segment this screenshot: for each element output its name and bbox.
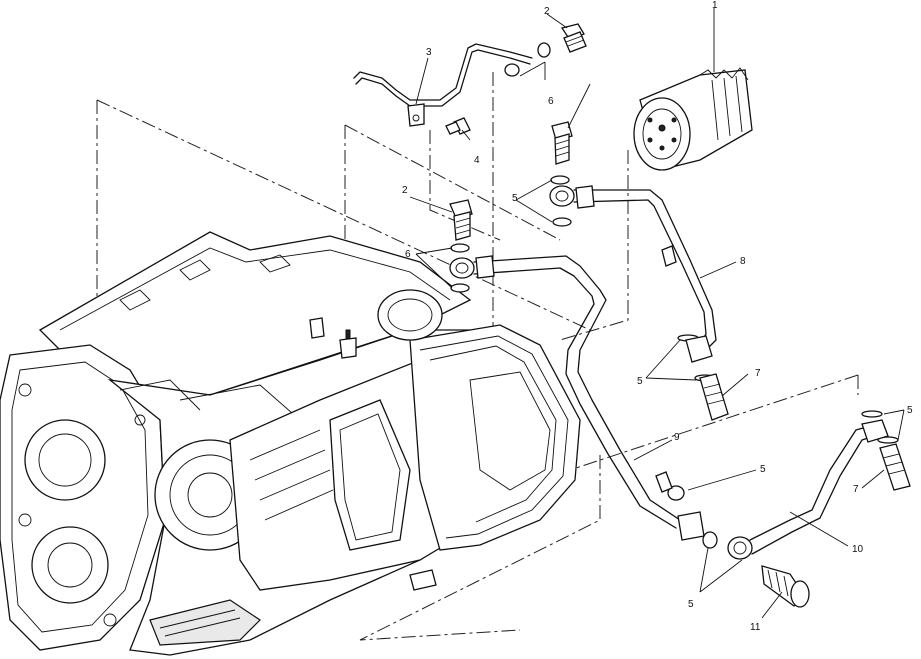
callout-1: 1	[712, 0, 718, 11]
callout-5c: 5	[760, 464, 766, 475]
callout-2a: 2	[544, 6, 550, 17]
banjo-bolt-filter	[551, 121, 573, 165]
callout-11: 11	[750, 622, 761, 633]
oil-line-8	[549, 185, 729, 421]
bolt-small	[445, 117, 471, 135]
callout-5d: 5	[907, 405, 913, 416]
callout-labels: 1 2 3 4 6 6 5 2 6 8 5 7 9 5 5 7 10 5 11	[402, 0, 913, 633]
oil-line-10	[727, 419, 911, 560]
alignment-lines	[96, 72, 859, 641]
callout-8: 8	[740, 256, 746, 267]
callout-5a: 5	[512, 193, 518, 204]
callout-5e: 5	[688, 599, 694, 610]
crankcase-housing	[0, 231, 581, 656]
callout-5b: 5	[637, 376, 643, 387]
drain-bolt	[761, 565, 810, 608]
banjo-bolt-upper	[560, 23, 587, 53]
callout-6c: 6	[405, 249, 411, 260]
callout-4: 4	[474, 155, 480, 166]
oil-filter	[633, 67, 753, 171]
banjo-bolt-middle	[449, 199, 473, 241]
callout-7a: 7	[755, 368, 761, 379]
callout-10: 10	[852, 544, 864, 555]
leader-lines	[409, 8, 905, 619]
callout-3: 3	[426, 47, 432, 58]
callout-9: 9	[674, 432, 680, 443]
oil-line-small	[353, 43, 533, 127]
callout-2b: 2	[402, 185, 408, 196]
oil-line-9	[449, 255, 705, 541]
callout-7b: 7	[853, 484, 859, 495]
callout-6b: 6	[548, 96, 554, 107]
